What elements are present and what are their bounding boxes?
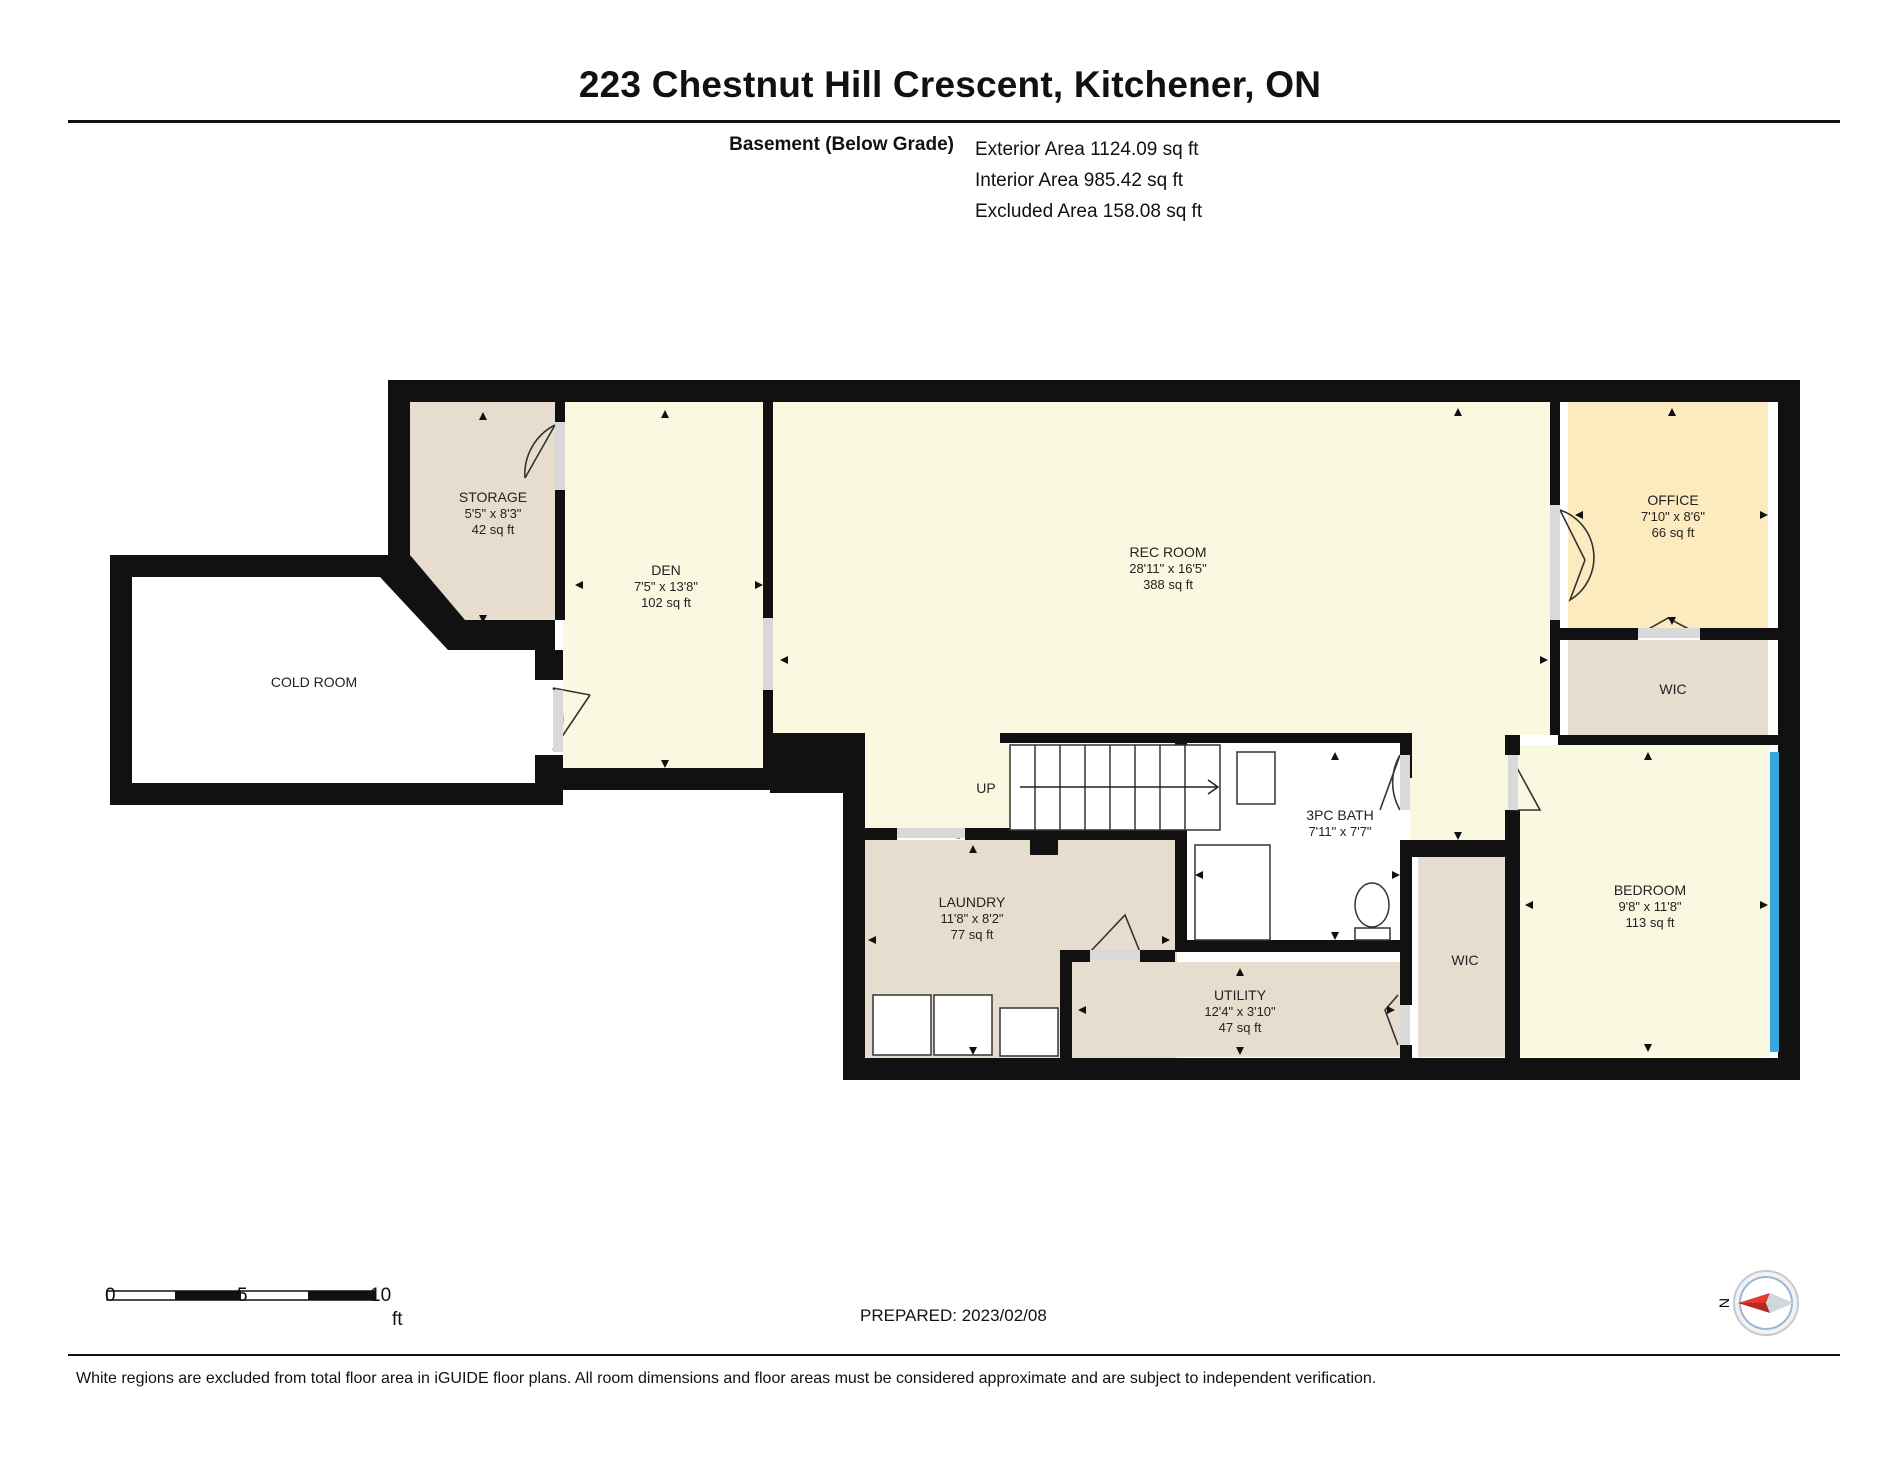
floor-area-list: Exterior Area 1124.09 sq ft Interior Are… <box>975 134 1202 227</box>
dryer <box>933 994 993 1056</box>
page-title: 223 Chestnut Hill Crescent, Kitchener, O… <box>578 64 1322 105</box>
compass-icon: N <box>1716 1270 1799 1336</box>
sink-fixture <box>1236 751 1276 805</box>
washer <box>872 994 932 1056</box>
wic-bottom-fill <box>1418 857 1513 1057</box>
footer-divider <box>68 1354 1840 1356</box>
rec-room-name: REC ROOM <box>1130 544 1207 560</box>
bedroom-window <box>1770 752 1779 1052</box>
stairs-up-label: UP <box>976 780 995 796</box>
office-dims: 7'10" x 8'6" <box>1641 509 1705 524</box>
laundry-dims: 11'8" x 8'2" <box>940 911 1003 926</box>
scale-tick-10: 10 <box>370 1285 392 1306</box>
storage-fill <box>408 400 555 620</box>
den-name: DEN <box>651 562 681 578</box>
disclaimer-text: White regions are excluded from total fl… <box>76 1370 1377 1387</box>
rec-room-fill <box>770 400 1560 735</box>
walls <box>110 380 1800 1080</box>
office-name: OFFICE <box>1647 492 1698 508</box>
utility-dims: 12'4" x 3'10" <box>1204 1004 1276 1019</box>
utility-name: UTILITY <box>1214 987 1267 1003</box>
cold-room-name: COLD ROOM <box>271 674 357 690</box>
rec-room-hall-fill <box>1410 735 1520 840</box>
laundry-name: LAUNDRY <box>939 894 1006 910</box>
dimension-arrows <box>479 408 1768 1055</box>
stairs <box>1005 733 1221 831</box>
bedroom-dims: 9'8" x 11'8" <box>1618 899 1681 914</box>
scale-bar <box>106 1290 376 1301</box>
rec-room-lower-fill <box>860 735 1015 835</box>
utility-area: 47 sq ft <box>1219 1020 1262 1035</box>
storage-name: STORAGE <box>459 489 527 505</box>
den-fill <box>563 400 763 770</box>
den-dims: 7'5" x 13'8" <box>634 579 698 594</box>
utility-fill <box>1072 962 1402 1057</box>
scale-unit: ft <box>392 1309 403 1330</box>
scale-tick-0: 0 <box>105 1285 116 1306</box>
cold-room-angle-fill <box>132 577 535 783</box>
wic-top-name: WIC <box>1659 681 1686 697</box>
scale-tick-5: 5 <box>237 1285 248 1306</box>
storage-area: 42 sq ft <box>472 522 515 537</box>
compass-north-label: N <box>1716 1298 1732 1308</box>
door-panels <box>553 422 1700 1045</box>
title-divider <box>68 120 1840 123</box>
wic-bottom-name: WIC <box>1451 952 1478 968</box>
storage-dims: 5'5" x 8'3" <box>465 506 522 521</box>
bath-dims: 7'11" x 7'7" <box>1308 824 1371 839</box>
interior-area: Interior Area 985.42 sq ft <box>975 170 1184 191</box>
angled-wall <box>380 555 555 650</box>
toilet-bowl <box>1354 882 1390 928</box>
exterior-area: Exterior Area 1124.09 sq ft <box>975 139 1199 160</box>
laundry-sink <box>999 1007 1059 1057</box>
office-fill <box>1568 400 1768 628</box>
rec-room-area: 388 sq ft <box>1143 577 1193 592</box>
laundry-appliances <box>872 994 1059 1057</box>
rec-room-dims: 28'11" x 16'5" <box>1129 561 1207 576</box>
office-area: 66 sq ft <box>1652 525 1695 540</box>
bedroom-area: 113 sq ft <box>1626 915 1675 930</box>
floor-label: Basement (Below Grade) <box>729 134 954 155</box>
toilet-tank <box>1354 927 1391 941</box>
bedroom-fill <box>1518 745 1770 1057</box>
den-area: 102 sq ft <box>641 595 691 610</box>
bath-name: 3PC BATH <box>1306 807 1373 823</box>
bedroom-name: BEDROOM <box>1614 882 1686 898</box>
excluded-area: Excluded Area 158.08 sq ft <box>975 201 1203 222</box>
laundry-area: 77 sq ft <box>951 927 994 942</box>
prepared-date: PREPARED: 2023/02/08 <box>860 1306 1047 1325</box>
bath-fixtures <box>1194 751 1391 941</box>
shower-fixture <box>1194 844 1271 941</box>
wic-top-fill <box>1568 640 1768 735</box>
